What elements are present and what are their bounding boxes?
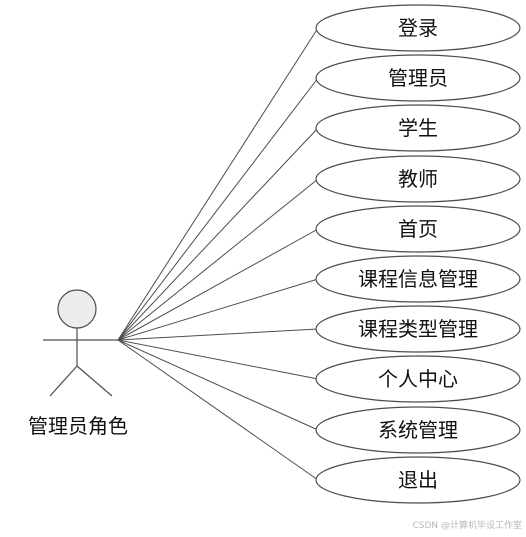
use-case-system-management[interactable]: 系统管理: [315, 406, 521, 454]
use-case-logout[interactable]: 退出: [315, 456, 521, 504]
actor-right-leg: [76, 365, 113, 397]
association-line: [117, 328, 319, 341]
use-case-personal-center-label: 个人中心: [378, 367, 458, 391]
use-case-teacher[interactable]: 教师: [315, 155, 521, 203]
actor-left-leg: [49, 365, 78, 397]
association-line: [117, 278, 319, 341]
use-case-teacher-label: 教师: [398, 167, 438, 191]
use-case-personal-center[interactable]: 个人中心: [315, 355, 521, 403]
association-line: [117, 228, 319, 341]
use-case-course-type-management-label: 课程类型管理: [358, 317, 478, 341]
association-line: [117, 178, 319, 341]
actor-head: [57, 289, 97, 329]
association-line: [117, 127, 319, 341]
actor-label: 管理员角色: [28, 414, 128, 438]
actor-admin[interactable]: 管理员角色: [28, 289, 128, 438]
association-line: [117, 27, 319, 341]
use-case-course-info-management[interactable]: 课程信息管理: [315, 255, 521, 303]
use-case-course-info-management-label: 课程信息管理: [358, 267, 478, 291]
association-lines: [117, 27, 319, 481]
use-case-student[interactable]: 学生: [315, 104, 521, 152]
use-case-admin-label: 管理员: [388, 66, 448, 90]
use-case-home-label: 首页: [398, 217, 438, 241]
use-case-home[interactable]: 首页: [315, 205, 521, 253]
association-line: [117, 339, 319, 380]
use-case-list: 登录 管理员 学生 教师 首页 课程信息管理 课程类型管理 个人中心: [315, 4, 521, 504]
use-case-login-label: 登录: [398, 16, 438, 40]
association-line: [117, 77, 319, 341]
use-case-login[interactable]: 登录: [315, 4, 521, 52]
association-line: [117, 339, 319, 431]
use-case-logout-label: 退出: [398, 468, 438, 492]
use-case-course-type-management[interactable]: 课程类型管理: [315, 305, 521, 353]
use-case-student-label: 学生: [398, 116, 438, 140]
watermark: CSDN @计算机毕设工作室: [412, 521, 522, 531]
use-case-admin[interactable]: 管理员: [315, 54, 521, 102]
association-line: [117, 339, 319, 481]
use-case-system-management-label: 系统管理: [378, 418, 458, 442]
